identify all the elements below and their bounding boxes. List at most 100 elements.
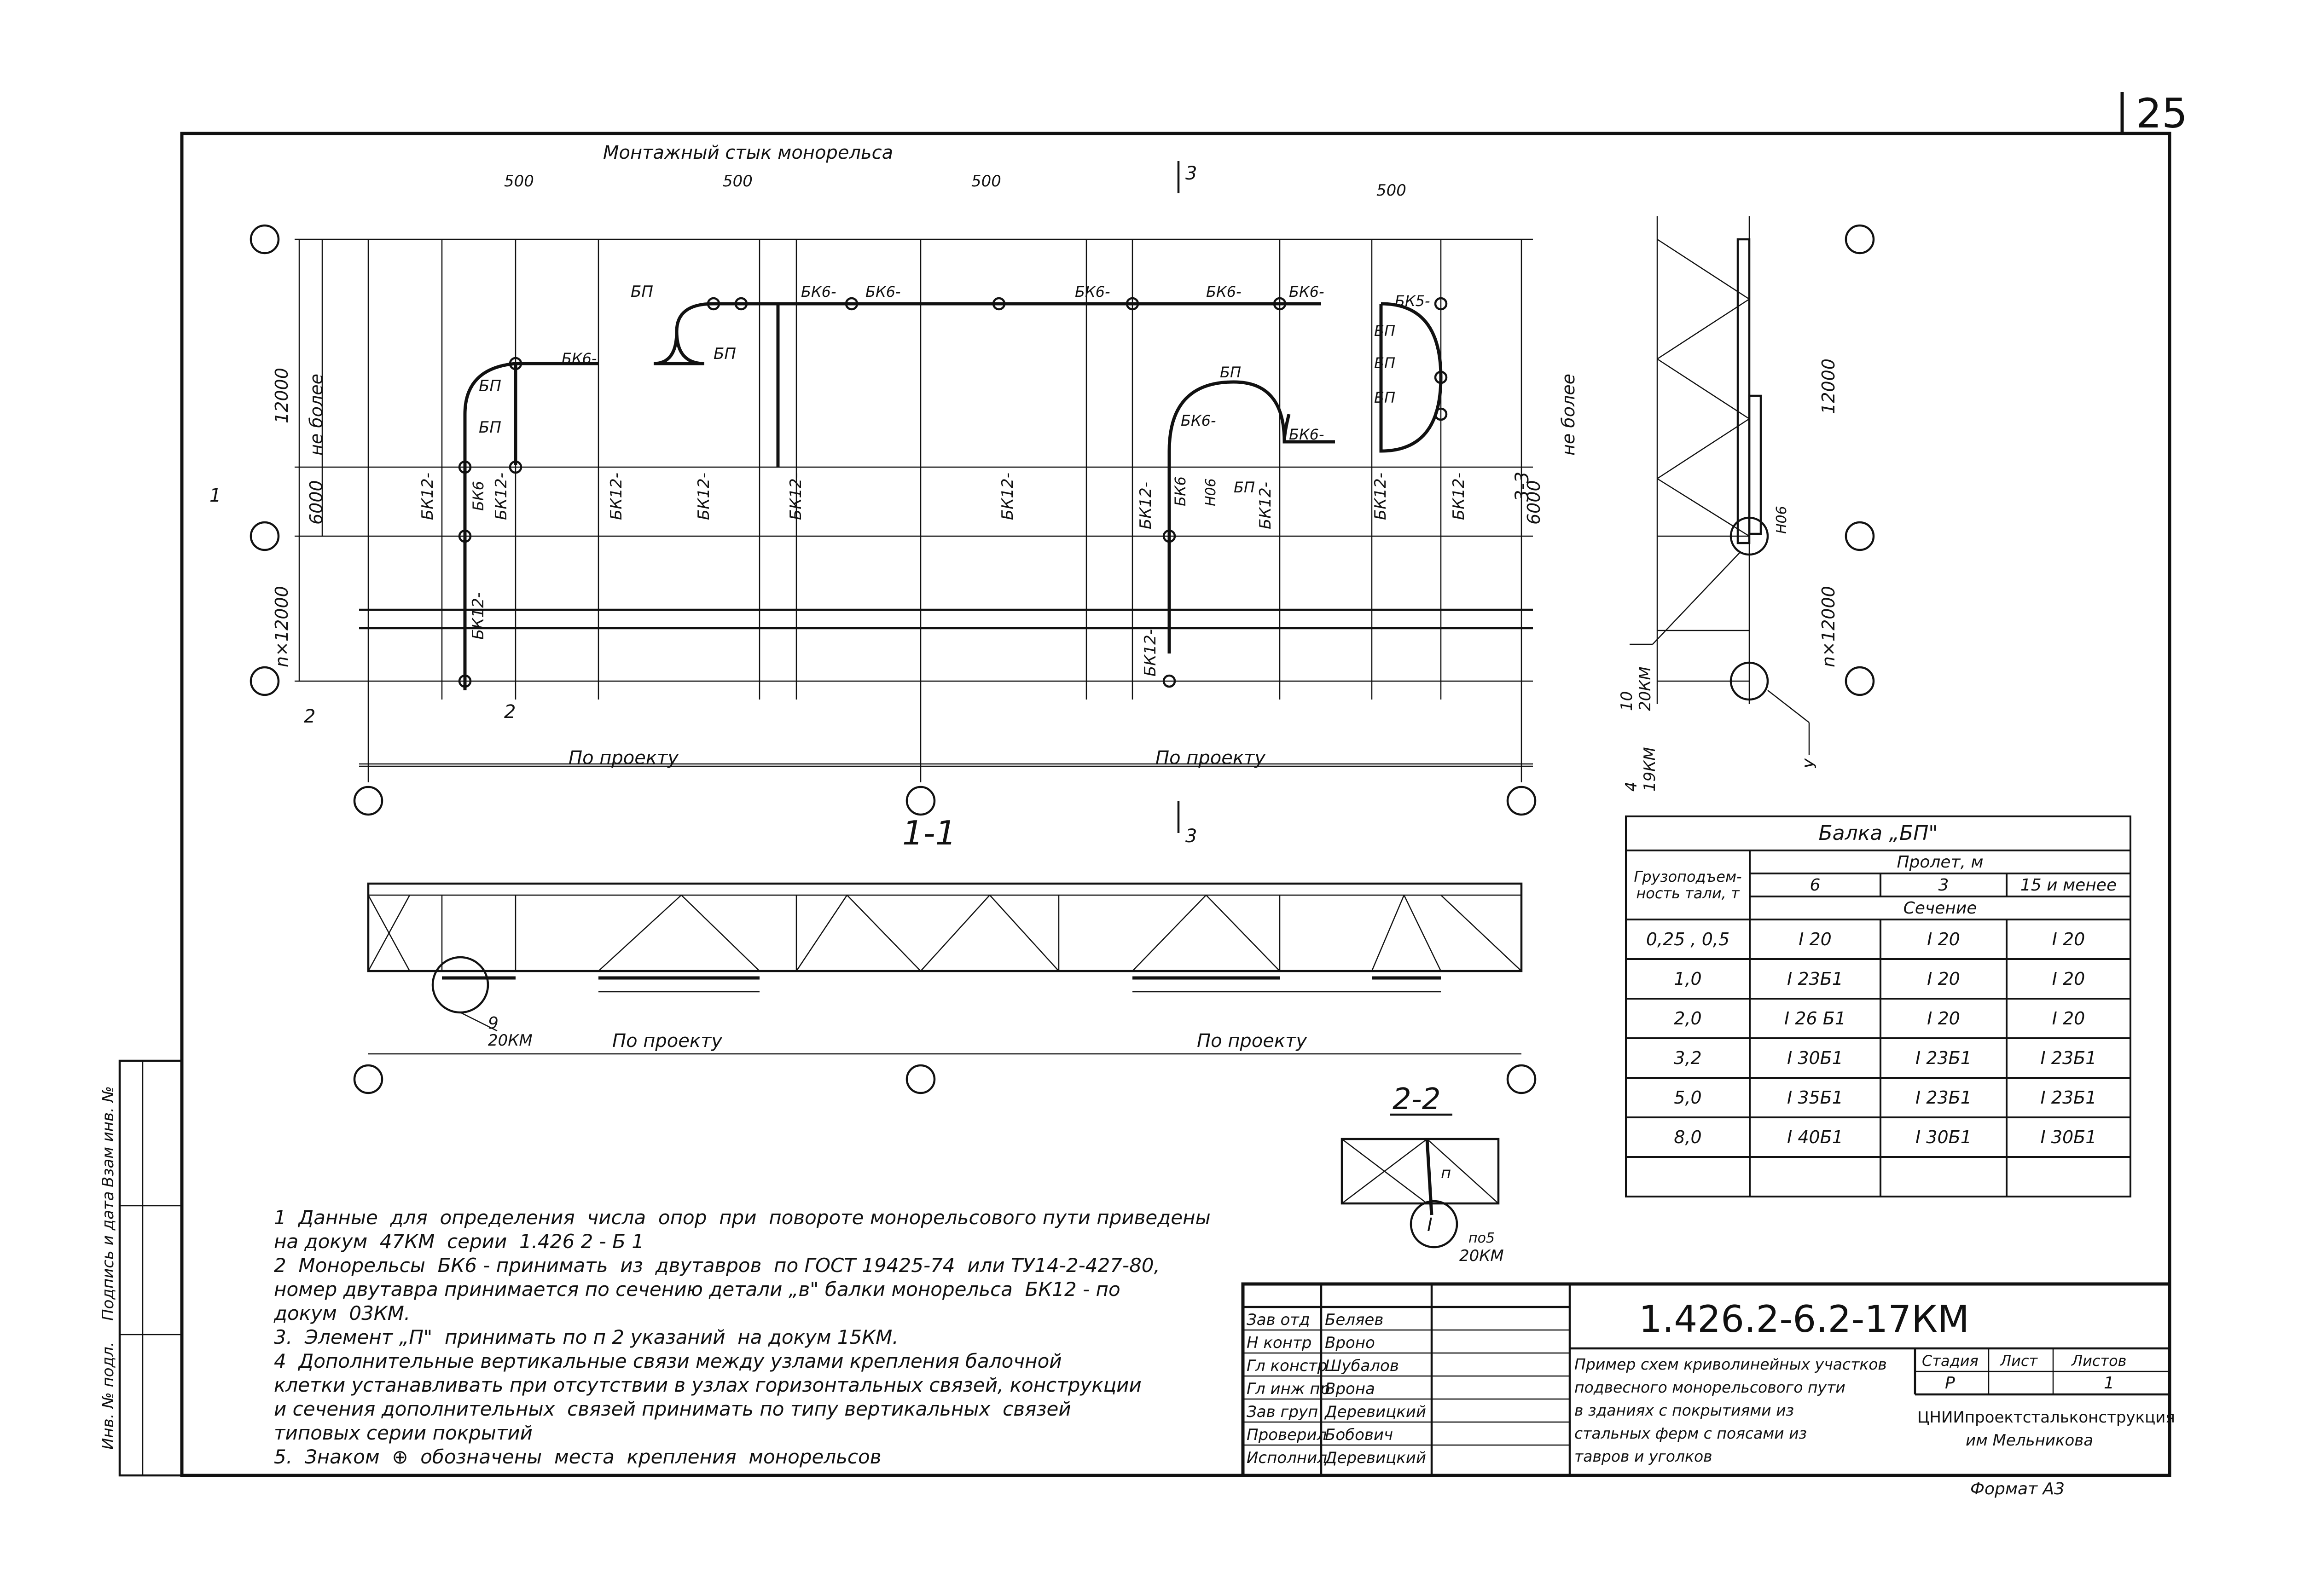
note-line: 3. Элемент „П" принимать по п 2 указаний… <box>274 1326 899 1348</box>
description-line: стальных ферм с поясами из <box>1574 1424 1807 1442</box>
axis-circles <box>250 224 1875 816</box>
svg-text:БК6-: БК6- <box>1181 412 1216 429</box>
mark-2-left: 2 <box>304 706 315 727</box>
svg-text:п: п <box>1441 1164 1451 1182</box>
svg-text:БП: БП <box>479 377 501 395</box>
svg-text:БК12-: БК12- <box>1137 482 1155 529</box>
span-6: 6 <box>1749 873 1881 897</box>
truss-lines <box>367 239 1522 782</box>
dim-6000-left: 6000 <box>306 480 326 525</box>
svg-text:БК12-: БК12- <box>1256 482 1275 529</box>
svg-text:10: 10 <box>1618 691 1636 711</box>
svg-text:БК12-: БК12- <box>1450 473 1468 520</box>
dim-6000-right: 6000 <box>1524 480 1544 525</box>
po-proektu-1: По проекту <box>569 747 679 769</box>
note-line: и сечения дополнительных связей принимат… <box>274 1398 1071 1420</box>
page-number: 25 <box>2136 90 2188 137</box>
svg-text:У: У <box>1802 758 1820 769</box>
side-stamp-podpis: Подпись и дата <box>99 1191 117 1321</box>
svg-text:БК12-: БК12- <box>418 473 437 520</box>
elevation-labels: 9 20КМ По проекту По проекту <box>488 1014 1307 1052</box>
span-3: 3 <box>1880 873 2008 897</box>
svg-text:По проекту: По проекту <box>1197 1030 1307 1052</box>
svg-text:БК12-: БК12- <box>695 473 713 520</box>
section-1-1-label: 1-1 <box>902 814 957 852</box>
svg-text:БК12-: БК12- <box>1141 629 1160 677</box>
svg-text:БП: БП <box>631 283 653 301</box>
svg-text:20КМ: 20КМ <box>1636 666 1654 711</box>
dim-12000-left: 12000 <box>272 368 292 423</box>
ne-bolee-right: не более <box>1558 374 1578 456</box>
svg-text:9: 9 <box>488 1014 499 1033</box>
header-capacity: Грузоподъем-ность тали, т <box>1625 850 1751 920</box>
svg-text:БК12-: БК12- <box>787 473 805 520</box>
dim-500-d: 500 <box>1376 181 1406 200</box>
org-name-2: им Мельникова <box>1966 1431 2094 1450</box>
note-line: номер двутавра принимается по сечению де… <box>274 1278 1120 1301</box>
notes-block: 1 Данные для определения числа опор при … <box>274 1206 1264 1469</box>
sheets-value: 1 <box>2104 1374 2114 1393</box>
dim-500-c: 500 <box>971 172 1001 191</box>
svg-text:БК6: БК6 <box>470 481 487 511</box>
monorail-path <box>463 302 1443 690</box>
svg-text:по5: по5 <box>1468 1230 1495 1246</box>
drawing-code: 1.426.2-6.2-17КМ <box>1639 1298 1969 1341</box>
table-row-empty <box>1625 1156 2131 1197</box>
svg-text:БП: БП <box>1374 354 1395 372</box>
svg-text:По проекту: По проекту <box>612 1030 723 1052</box>
svg-text:БК12-: БК12- <box>492 473 511 520</box>
svg-text:БК6-: БК6- <box>1289 283 1324 301</box>
bp-table: Грузоподъем-ность тали, т Пролет, м 6 3 … <box>1625 815 2131 1197</box>
svg-text:20КМ: 20КМ <box>488 1031 533 1050</box>
plan-view <box>250 161 1875 833</box>
note-line: типовых серии покрытий <box>274 1422 533 1444</box>
org-name: ЦНИИпроектстальконструкция <box>1917 1408 2175 1427</box>
elevation-diagonals <box>367 895 1522 971</box>
joint-markers <box>458 297 1448 688</box>
mark-3-top: 3 <box>1185 163 1197 184</box>
svg-text:БК12-: БК12- <box>1371 473 1390 520</box>
note-line: 4 Дополнительные вертикальные связи межд… <box>274 1350 1062 1372</box>
header-span: Пролет, м <box>1749 850 2131 874</box>
elevation-view <box>353 882 1537 1094</box>
po-proektu-2: По проекту <box>1155 747 1266 769</box>
svg-text:2-2: 2-2 <box>1393 1082 1441 1116</box>
svg-text:19КМ: 19КМ <box>1641 747 1659 792</box>
description-line: подвесного монорельсового пути <box>1574 1378 1845 1396</box>
note-line: клетки устанавливать при отсутствии в уз… <box>274 1374 1142 1396</box>
ne-bolee-left: не более <box>306 374 326 456</box>
mark-2-right: 2 <box>504 701 516 723</box>
svg-text:I: I <box>1427 1214 1433 1236</box>
description-line: Пример схем криволинейных участков <box>1574 1355 1887 1373</box>
section-3-3: 3-3 12000 n×12000 Н06 10 20КМ 4 19КМ У <box>1512 216 1839 792</box>
svg-text:БП: БП <box>1220 364 1241 381</box>
svg-text:БК6-: БК6- <box>1206 283 1242 301</box>
svg-text:3-3: 3-3 <box>1512 472 1533 502</box>
callout-9-circle <box>431 956 489 1014</box>
note-line: 5. Знаком ⊕ обозначены места крепления м… <box>274 1446 882 1468</box>
svg-text:БК6-: БК6- <box>801 283 836 301</box>
dim-n12000-left: n×12000 <box>272 586 292 667</box>
svg-text:БК6-: БК6- <box>562 350 597 367</box>
title-block-frame <box>1241 1282 2171 1477</box>
stage-label: Стадия <box>1922 1352 1979 1370</box>
dim-500-a: 500 <box>504 172 534 191</box>
svg-text:БК6-: БК6- <box>1289 426 1324 443</box>
description-line: тавров и уголков <box>1574 1447 1712 1465</box>
plan-labels: Монтажный стык монорельса 500 500 500 50… <box>209 142 1578 852</box>
svg-text:12000: 12000 <box>1818 359 1839 414</box>
note-line: на докум 47КМ серии 1.426 2 - Б 1 <box>274 1230 644 1253</box>
svg-text:БК6-: БК6- <box>865 283 901 301</box>
svg-text:БК6: БК6 <box>1172 476 1189 506</box>
sheet-label: Лист <box>2000 1352 2038 1370</box>
svg-text:БК12-: БК12- <box>998 473 1017 520</box>
svg-text:n×12000: n×12000 <box>1818 586 1839 667</box>
sheets-label: Листов <box>2072 1352 2127 1370</box>
